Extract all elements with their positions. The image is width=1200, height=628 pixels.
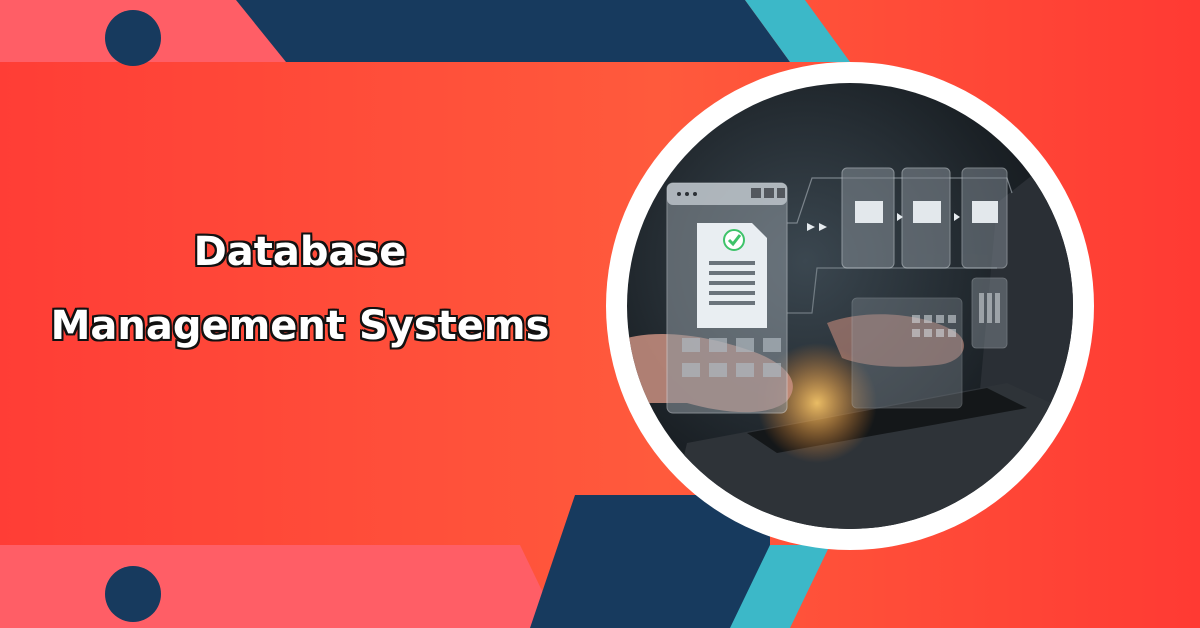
top-navy-band	[236, 0, 790, 62]
top-teal-stripe	[745, 0, 850, 62]
laptop-database-photo	[627, 83, 1073, 529]
bottom-navy-dot	[105, 566, 161, 622]
top-navy-dot	[105, 10, 161, 66]
title-line-1: Database	[193, 228, 408, 276]
bottom-navy-band	[530, 495, 770, 628]
page-title: Database Management Systems	[0, 215, 600, 363]
bottom-pink-band	[0, 545, 560, 628]
title-line-2: Management Systems	[50, 302, 551, 350]
bottom-teal-stripe	[730, 545, 830, 628]
